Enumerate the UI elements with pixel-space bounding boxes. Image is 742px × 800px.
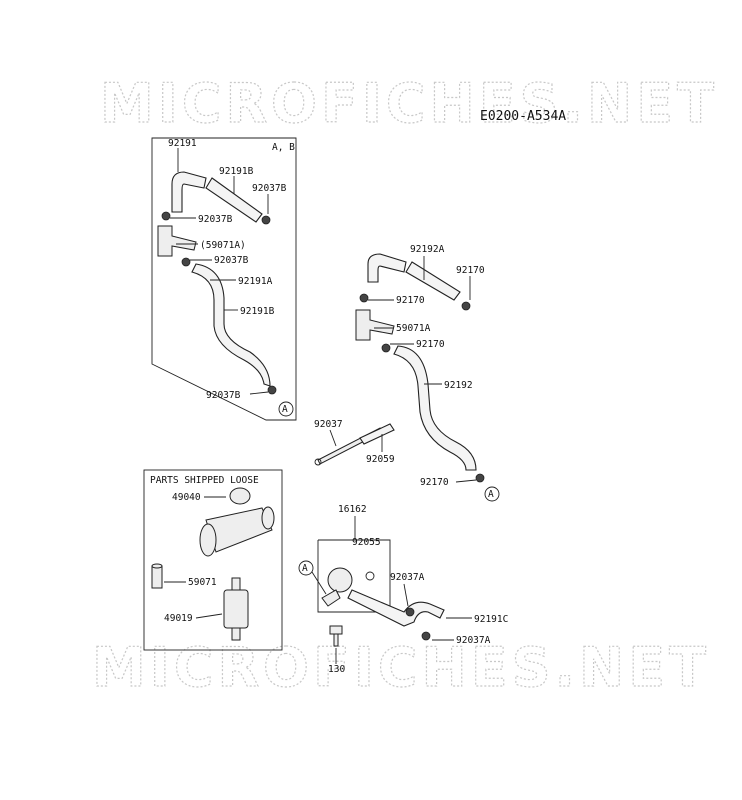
clamp-92170-d	[475, 473, 485, 483]
ref-marker-a-bottom-text: A	[302, 563, 308, 574]
label-92037b: 92037B	[252, 183, 287, 194]
leader	[329, 429, 337, 447]
variant-label: A, B	[272, 142, 295, 153]
hose-92191c	[347, 589, 445, 627]
ref-marker-a-left	[278, 401, 294, 417]
clamp-92170-b	[359, 293, 369, 303]
sleeve-92059	[359, 423, 395, 445]
loose-parts-title: PARTS SHIPPED LOOSE	[150, 475, 259, 486]
label-16162: 16162	[338, 504, 367, 515]
label-92192a: 92192A	[410, 244, 445, 255]
label-92037a: 92037A	[390, 572, 425, 583]
joint-59071a	[157, 225, 197, 257]
label-92170: 92170	[456, 265, 485, 276]
clamp-92170-a	[461, 301, 471, 311]
label-59071: 59071	[188, 577, 217, 588]
ref-marker-a-right-text: A	[488, 489, 494, 500]
label-59071a: 59071A	[396, 323, 431, 334]
ref-marker-a-left-text: A	[282, 404, 288, 415]
label-92192: 92192	[444, 380, 473, 391]
clamp-92037b-a	[261, 215, 271, 225]
fuel-filter-outlet	[231, 627, 241, 641]
watermark-top: MICROFICHES.NET	[100, 72, 718, 135]
leader	[195, 613, 223, 619]
leader	[249, 391, 269, 395]
watermark-bottom: MICROFICHES.NET	[92, 636, 710, 699]
clamp-92037a-b	[421, 631, 431, 641]
clamp-92037b-c	[181, 257, 191, 267]
loose-parts-box	[143, 469, 283, 651]
pump-cap	[229, 487, 251, 505]
joint-59071	[151, 565, 163, 589]
label-92170: 92170	[396, 295, 425, 306]
hose-92192	[393, 345, 477, 471]
leader	[455, 479, 477, 483]
o-ring-92055	[365, 571, 375, 581]
label-92059: 92059	[366, 454, 395, 465]
hose-92192a-elbow	[367, 253, 407, 283]
label-49040: 49040	[172, 492, 201, 503]
label-92191: 92191	[168, 138, 197, 149]
label-92170: 92170	[416, 339, 445, 350]
diagram-code: E0200-A534A	[480, 109, 566, 124]
fuel-filter-body	[223, 589, 249, 629]
box-left-outline	[151, 137, 297, 421]
label-92037b: 92037B	[198, 214, 233, 225]
regulator-nipple	[321, 589, 341, 607]
fuel-pump-end	[199, 523, 217, 557]
hose-92191b-upper	[205, 177, 263, 223]
label-92037a: 92037A	[456, 635, 491, 646]
fuel-pressure-regulator	[327, 567, 353, 593]
label-92170: 92170	[420, 477, 449, 488]
fuel-filter-inlet	[231, 577, 241, 591]
hose-92192a	[405, 261, 461, 301]
ref-marker-a-right	[484, 486, 500, 502]
label-92191b: 92191B	[219, 166, 254, 177]
strap-end	[314, 458, 322, 466]
label-92191a: 92191A	[238, 276, 273, 287]
leader	[403, 583, 409, 607]
label-49019: 49019	[164, 613, 193, 624]
fuel-pump-outlet	[261, 506, 275, 530]
label-92191b: 92191B	[240, 306, 275, 317]
label-92037: 92037	[314, 419, 343, 430]
hose-92191	[171, 171, 207, 213]
label-59071a: (59071A)	[200, 240, 246, 251]
ref-marker-a-bottom	[298, 560, 314, 576]
leader	[311, 571, 327, 595]
joint-59071-top	[151, 563, 163, 569]
clamp-92037b-d	[267, 385, 277, 395]
hose-92191a	[191, 263, 271, 387]
label-130: 130	[328, 664, 345, 675]
clamp-92170-c	[381, 343, 391, 353]
joint-59071a-right	[355, 309, 395, 341]
label-92037b: 92037B	[206, 390, 241, 401]
clamp-92037a-a	[405, 607, 415, 617]
label-92037b: 92037B	[214, 255, 249, 266]
label-92055: 92055	[352, 537, 381, 548]
clamp-92037b-b	[161, 211, 171, 221]
bolt-shank	[333, 633, 339, 647]
bolt-head	[329, 625, 343, 635]
label-92191c: 92191C	[474, 614, 508, 625]
